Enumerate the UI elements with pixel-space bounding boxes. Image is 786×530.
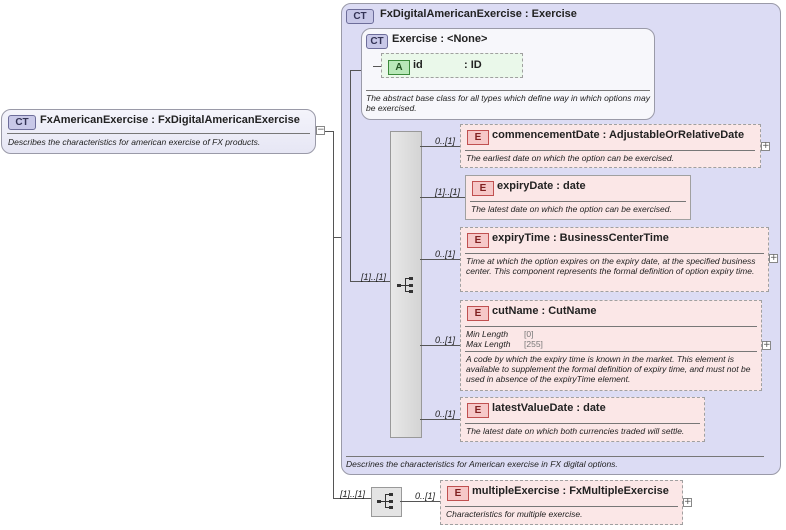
element-description: The latest date on which the option can …	[471, 204, 672, 214]
separator	[445, 506, 678, 507]
separator	[346, 456, 764, 457]
facet-value: [255]	[524, 339, 543, 349]
element-icon: E	[467, 403, 489, 418]
separator	[465, 326, 757, 327]
element-icon: E	[472, 181, 494, 196]
element-title: expiryTime : BusinessCenterTime	[492, 232, 669, 244]
connector-element	[420, 419, 460, 420]
connector-element	[420, 146, 460, 147]
expand-icon[interactable]: +	[769, 253, 778, 263]
base-type-title: FxDigitalAmericanExercise : Exercise	[380, 8, 577, 20]
element-icon: E	[447, 486, 469, 501]
separator	[465, 150, 755, 151]
separator	[465, 423, 700, 424]
element-commencement-date[interactable]: E commencementDate : AdjustableOrRelativ…	[460, 124, 761, 168]
element-cut-name[interactable]: E cutName : CutName Min Length [0] Max L…	[460, 300, 762, 391]
element-cardinality: 0..[1]	[435, 335, 456, 345]
element-icon: E	[467, 130, 489, 145]
connector-element	[420, 197, 465, 198]
connector-to-bottom-seq	[333, 498, 371, 499]
attribute-icon: A	[388, 60, 410, 75]
facet-label: Min Length	[466, 329, 509, 339]
element-latest-value-date[interactable]: E latestValueDate : date The latest date…	[460, 397, 705, 442]
expand-icon[interactable]: +	[683, 497, 692, 507]
connector-root-out	[316, 131, 334, 132]
element-title: cutName : CutName	[492, 305, 597, 317]
connector-element	[420, 259, 460, 260]
base-type-description: Descrines the characteristics for Americ…	[346, 459, 618, 469]
sequence-cardinality: [1]..[1]	[361, 272, 387, 282]
element-description: The latest date on which both currencies…	[466, 426, 685, 436]
bottom-sequence-compositor[interactable]	[371, 487, 402, 517]
connector-to-exercise	[350, 70, 362, 71]
connector-element	[420, 345, 460, 346]
sequence-compositor[interactable]	[390, 131, 422, 438]
separator	[366, 90, 650, 91]
element-expiry-time[interactable]: E expiryTime : BusinessCenterTime Time a…	[460, 227, 769, 292]
expand-icon[interactable]: +	[762, 340, 771, 350]
connector-base-trunk	[350, 70, 351, 281]
bottom-sequence-cardinality: [1]..[1]	[340, 489, 366, 499]
connector-to-attribute	[373, 66, 383, 67]
root-complex-type[interactable]: CT FxAmericanExercise : FxDigitalAmerica…	[1, 109, 316, 154]
complex-type-icon: CT	[346, 9, 374, 24]
separator	[465, 253, 764, 254]
complex-type-icon: CT	[366, 34, 388, 49]
element-cardinality: [1]..[1]	[435, 187, 461, 197]
connector-to-base	[333, 237, 341, 238]
separator	[7, 133, 310, 134]
element-title: expiryDate : date	[497, 180, 586, 192]
connector-element	[400, 501, 440, 502]
facet-value: [0]	[524, 329, 534, 339]
exercise-title: Exercise : <None>	[392, 33, 488, 45]
sequence-icon	[397, 277, 413, 293]
separator	[465, 351, 757, 352]
element-description: Time at which the option expires on the …	[466, 256, 756, 276]
root-title: FxAmericanExercise : FxDigitalAmericanEx…	[40, 114, 300, 126]
connector-to-sequence	[350, 281, 390, 282]
complex-type-icon: CT	[8, 115, 36, 130]
element-title: latestValueDate : date	[492, 402, 606, 414]
collapse-icon[interactable]: −	[316, 125, 325, 135]
element-cardinality: 0..[1]	[415, 491, 436, 501]
element-cardinality: 0..[1]	[435, 409, 456, 419]
element-expiry-date[interactable]: E expiryDate : date The latest date on w…	[465, 175, 691, 220]
exercise-description: The abstract base class for all types wh…	[366, 93, 650, 113]
element-title: commencementDate : AdjustableOrRelativeD…	[492, 129, 745, 141]
root-description: Describes the characteristics for americ…	[8, 137, 261, 147]
attribute-name: id	[413, 59, 423, 71]
element-description: A code by which the expiry time is known…	[466, 354, 751, 384]
sequence-icon	[377, 493, 393, 509]
element-description: The earliest date on which the option ca…	[466, 153, 674, 163]
expand-icon[interactable]: +	[761, 141, 770, 151]
attribute-id-box[interactable]: A id : ID	[381, 53, 523, 78]
facet-label: Max Length	[466, 339, 511, 349]
element-icon: E	[467, 306, 489, 321]
element-cardinality: 0..[1]	[435, 136, 456, 146]
element-icon: E	[467, 233, 489, 248]
element-title: multipleExercise : FxMultipleExercise	[472, 485, 669, 497]
separator	[470, 201, 686, 202]
element-description: Characteristics for multiple exercise.	[446, 509, 583, 519]
element-multiple-exercise[interactable]: E multipleExercise : FxMultipleExercise …	[440, 480, 683, 525]
connector-root-trunk	[333, 131, 334, 499]
element-cardinality: 0..[1]	[435, 249, 456, 259]
attribute-type: : ID	[464, 59, 482, 71]
